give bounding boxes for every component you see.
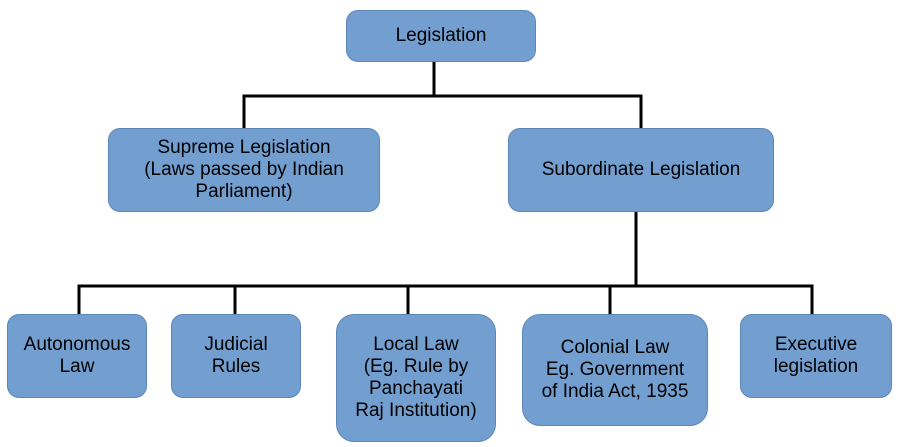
node-executive-legislation: Executive legislation (740, 314, 892, 398)
node-legislation: Legislation (346, 10, 536, 62)
node-local-law: Local Law (Eg. Rule by Panchayati Raj In… (336, 314, 496, 442)
node-autonomous-law: Autonomous Law (7, 314, 147, 398)
node-subordinate-legislation: Subordinate Legislation (508, 128, 774, 212)
node-supreme-legislation: Supreme Legislation (Laws passed by Indi… (108, 128, 380, 212)
node-judicial-rules: Judicial Rules (171, 314, 301, 398)
node-colonial-law: Colonial Law Eg. Government of India Act… (522, 314, 708, 426)
